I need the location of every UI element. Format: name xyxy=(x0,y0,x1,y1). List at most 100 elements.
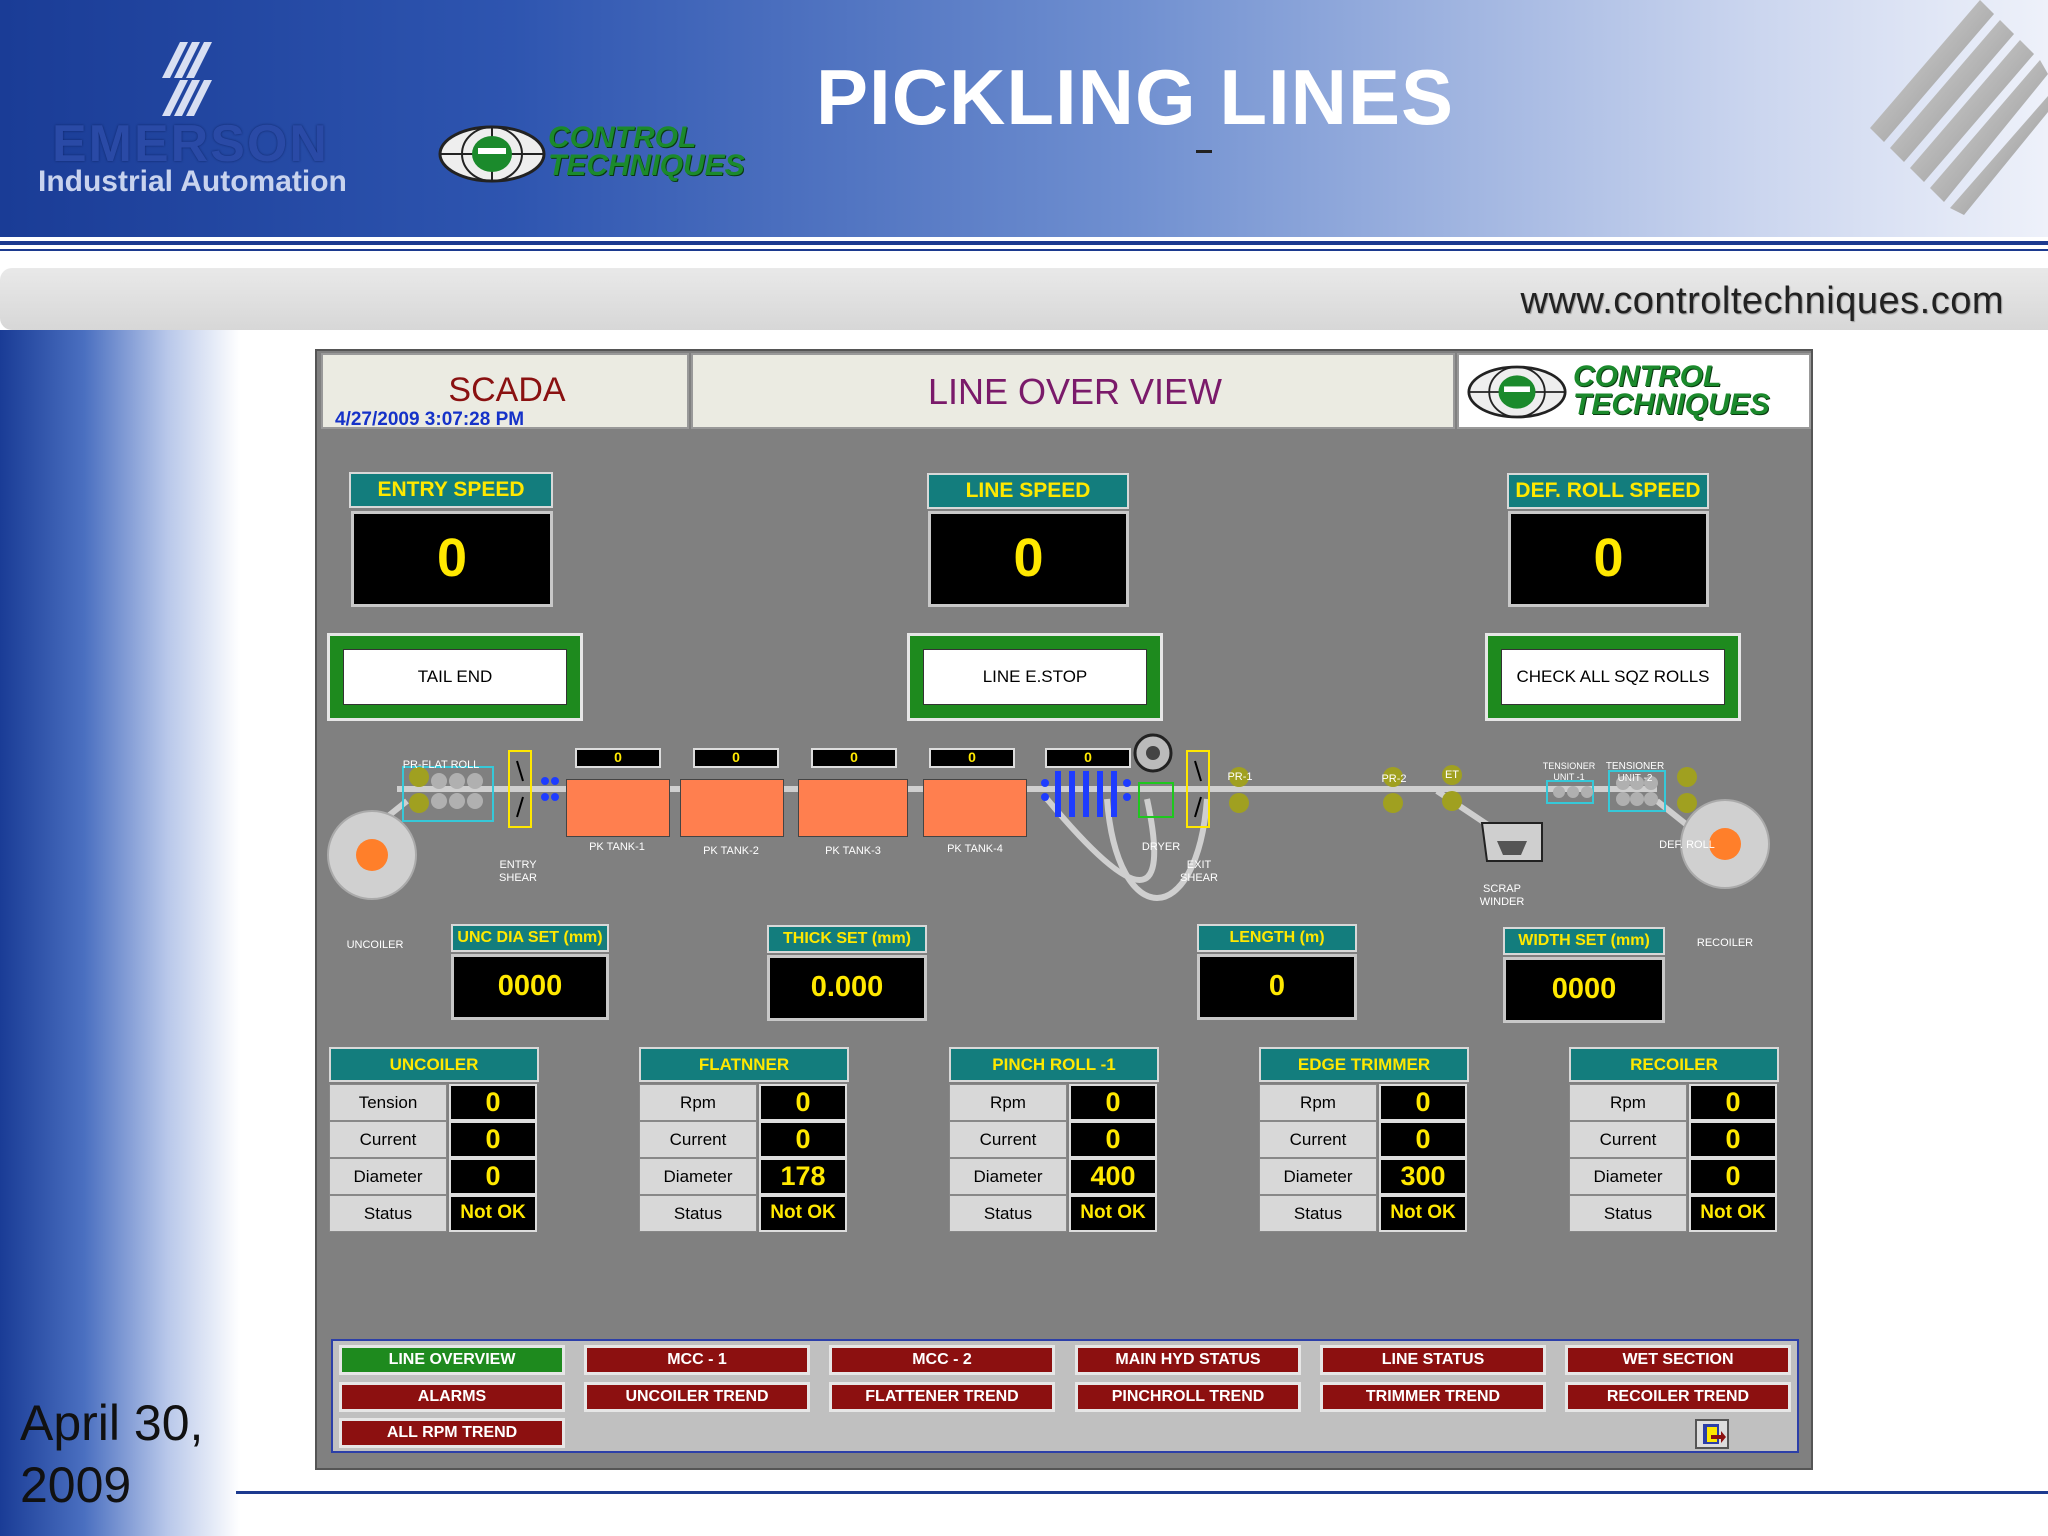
nav-uncoiler-trend[interactable]: UNCOILER TREND xyxy=(584,1382,810,1412)
def-roll-speed-label: DEF. ROLL SPEED xyxy=(1507,473,1709,509)
recoiler-label: RECOILER xyxy=(1696,937,1754,949)
footer-divider xyxy=(236,1491,2048,1494)
width-set-label: WIDTH SET (mm) xyxy=(1503,927,1665,955)
scrap-winder-label: SCRAP WINDER xyxy=(1479,883,1525,908)
nav-trimmer-trend[interactable]: TRIMMER TREND xyxy=(1320,1382,1546,1412)
tensioner-2-label: TENSIONER UNIT -2 xyxy=(1605,761,1665,784)
exit-door-icon[interactable] xyxy=(1695,1419,1729,1449)
unc-dia-set-value[interactable]: 0000 xyxy=(451,954,609,1020)
entry-speed-label: ENTRY SPEED xyxy=(349,472,553,508)
pk-tank-3-label: PK TANK-3 xyxy=(825,845,881,857)
scada-logo-panel: CONTROL TECHNIQUES xyxy=(1457,353,1811,429)
pk-tank-1-value: 0 xyxy=(575,748,661,768)
screen-title: LINE OVER VIEW xyxy=(927,371,1223,412)
nav-recoiler-trend[interactable]: RECOILER TREND xyxy=(1565,1382,1791,1412)
length-value: 0 xyxy=(1197,954,1357,1020)
nav-line-status[interactable]: LINE STATUS xyxy=(1320,1345,1546,1375)
nav-alarms[interactable]: ALARMS xyxy=(339,1382,565,1412)
unit-header: PINCH ROLL -1 xyxy=(949,1047,1159,1082)
pk-tank-2-value: 0 xyxy=(693,748,779,768)
dryer-label: DRYER xyxy=(1141,841,1181,853)
unit-header: UNCOILER xyxy=(329,1047,539,1082)
nav-mcc-1[interactable]: MCC - 1 xyxy=(584,1345,810,1375)
uncoiler-label: UNCOILER xyxy=(346,939,404,951)
nav-all-rpm-trend[interactable]: ALL RPM TREND xyxy=(339,1418,565,1448)
pr-1-label: PR-1 xyxy=(1227,771,1253,783)
status-badge: Not OK xyxy=(1069,1195,1157,1232)
pk-tank-2-label: PK TANK-2 xyxy=(703,845,759,857)
tail-end-button[interactable]: TAIL END xyxy=(327,633,583,721)
emerson-wordmark: EMERSON xyxy=(52,115,329,173)
unc-dia-set-label: UNC DIA SET (mm) xyxy=(451,924,609,952)
check-sqz-rolls-button[interactable]: CHECK ALL SQZ ROLLS xyxy=(1485,633,1741,721)
nav-mcc-2[interactable]: MCC - 2 xyxy=(829,1345,1055,1375)
pk-tank-1[interactable] xyxy=(566,779,670,837)
status-badge: Not OK xyxy=(449,1195,537,1232)
line-estop-button[interactable]: LINE E.STOP xyxy=(907,633,1163,721)
width-set-value[interactable]: 0000 xyxy=(1503,957,1665,1023)
emerson-subtitle: Industrial Automation xyxy=(38,165,347,198)
process-line-diagram xyxy=(327,733,1770,901)
control-techniques-globe-icon xyxy=(438,124,546,189)
unit-header: FLATNNER xyxy=(639,1047,849,1082)
slide-sidebar xyxy=(0,330,240,1536)
thick-set-value[interactable]: 0.000 xyxy=(767,955,927,1021)
pr-flat-roll-label: PR-FLAT ROLL xyxy=(402,759,480,771)
header-divider xyxy=(0,241,2048,245)
screen-navigation-panel: LINE OVERVIEW MCC - 1 MCC - 2 MAIN HYD S… xyxy=(331,1339,1799,1453)
emerson-stripes-icon xyxy=(1870,0,2048,220)
scada-header-panel: SCADA 4/27/2009 3:07:28 PM xyxy=(321,353,689,430)
slide-header-banner xyxy=(0,0,2048,237)
nav-flattener-trend[interactable]: FLATTENER TREND xyxy=(829,1382,1055,1412)
tensioner-1-label: TENSIONER UNIT -1 xyxy=(1542,761,1596,782)
thick-set-label: THICK SET (mm) xyxy=(767,925,927,953)
scada-timestamp: 4/27/2009 3:07:28 PM xyxy=(335,409,525,430)
slide-date: April 30, 2009 xyxy=(20,1395,204,1513)
def-roll-speed-display: 0 xyxy=(1508,511,1709,607)
status-badge: Not OK xyxy=(1689,1195,1777,1232)
pk-tank-2[interactable] xyxy=(680,779,784,837)
pk-tank-1-label: PK TANK-1 xyxy=(589,841,645,853)
line-speed-display: 0 xyxy=(928,511,1129,607)
scada-window: SCADA 4/27/2009 3:07:28 PM LINE OVER VIE… xyxy=(315,349,1813,1470)
def-roll-label: DEF. ROLL xyxy=(1659,839,1715,851)
exit-shear-label: EXIT SHEAR xyxy=(1180,859,1218,884)
line-speed-label: LINE SPEED xyxy=(927,473,1129,509)
control-techniques-wordmark: CONTROL TECHNIQUES xyxy=(548,121,745,182)
nav-main-hyd-status[interactable]: MAIN HYD STATUS xyxy=(1075,1345,1301,1375)
status-badge: Not OK xyxy=(759,1195,847,1232)
header-divider-thin xyxy=(0,249,2048,251)
slide-title: PICKLING LINES xyxy=(816,53,1455,141)
length-label: LENGTH (m) xyxy=(1197,924,1357,952)
entry-speed-display: 0 xyxy=(351,511,553,607)
unit-header: RECOILER xyxy=(1569,1047,1779,1082)
pr-2-label: PR-2 xyxy=(1381,773,1407,785)
pk-tank-4[interactable] xyxy=(923,779,1027,837)
pk-tank-4-value: 0 xyxy=(929,748,1015,768)
pk-tank-3[interactable] xyxy=(798,779,908,837)
pk-tank-4-label: PK TANK-4 xyxy=(947,843,1003,855)
nav-wet-section[interactable]: WET SECTION xyxy=(1565,1345,1791,1375)
emerson-logo-icon xyxy=(50,38,230,123)
entry-shear-label: ENTRY SHEAR xyxy=(499,859,537,884)
nav-line-overview[interactable]: LINE OVERVIEW xyxy=(339,1345,565,1375)
url-bar xyxy=(0,268,2048,330)
nav-pinchroll-trend[interactable]: PINCHROLL TREND xyxy=(1075,1382,1301,1412)
